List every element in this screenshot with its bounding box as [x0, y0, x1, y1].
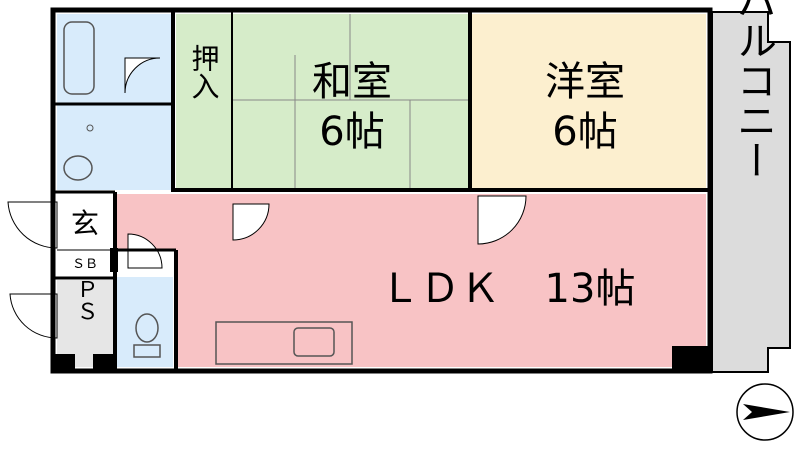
sb-label: ＳＢ: [72, 257, 98, 272]
kitchen-counter: [215, 321, 353, 365]
toilet-tank: [133, 344, 161, 358]
bath-room: [57, 14, 171, 104]
tatami-lines: [232, 14, 468, 188]
oshiire-closet: [176, 14, 232, 188]
washitsu-name: 和室: [312, 59, 392, 105]
oshiire-label: 押入: [188, 44, 221, 100]
faucet: [86, 124, 94, 132]
washitsu-size: 6帖: [319, 109, 384, 155]
toilet-bowl: [135, 313, 159, 343]
wash-sink: [63, 155, 93, 181]
kitchen-sink: [293, 327, 335, 357]
wall-posts: [53, 248, 708, 371]
balcony-label: バルコニー: [730, 0, 776, 180]
youshitsu-size: 6帖: [552, 109, 617, 155]
north-arrow-icon: [736, 383, 794, 441]
ps-area: [57, 280, 113, 367]
toilet-room: [117, 277, 173, 367]
ldk-size: 13帖: [545, 266, 636, 312]
ps-label: ＰＳ: [73, 278, 98, 322]
balcony-area: [711, 11, 791, 373]
door-swings: [7, 57, 527, 339]
ldk-room: [117, 194, 706, 367]
youshitsu-name: 洋室: [545, 59, 625, 105]
washroom: [57, 104, 171, 190]
genkan-label: 玄: [71, 207, 99, 240]
bathtub: [63, 21, 95, 95]
ldk-name: ＬＤＫ: [380, 266, 500, 312]
youshitsu-room: [472, 14, 706, 188]
walls: [50, 7, 713, 374]
genkan-area: [57, 196, 113, 248]
